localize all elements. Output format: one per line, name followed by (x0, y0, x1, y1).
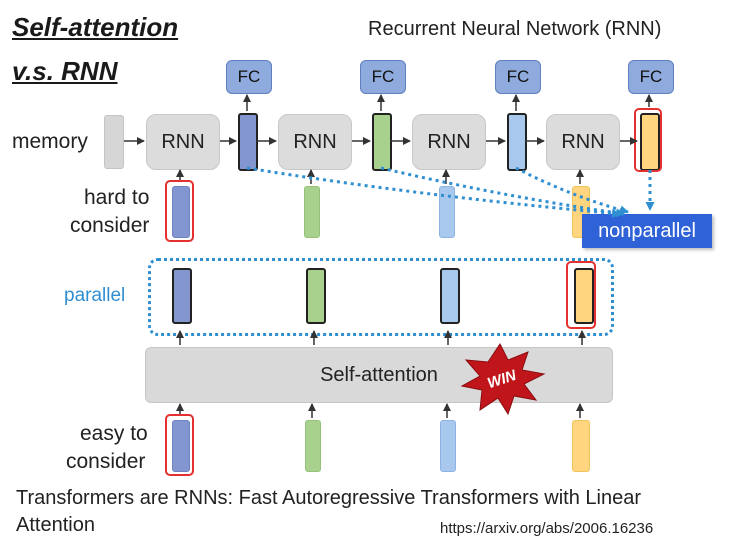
rnn-caption: Recurrent Neural Network (RNN) (368, 18, 662, 40)
fc-block-4: FC (628, 60, 674, 94)
win-badge: WIN (460, 343, 546, 416)
parallel-label: parallel (64, 285, 126, 306)
hidden-state-2 (372, 113, 392, 171)
sa-output-2 (306, 268, 326, 324)
self-attention-label: Self-attention (320, 363, 438, 386)
nonparallel-arrow-2 (380, 166, 625, 218)
rnn-block-2: RNN (278, 114, 352, 170)
highlight-sa-output-4 (566, 261, 596, 329)
sa-input-2 (305, 420, 321, 472)
rnn-input-1 (172, 186, 190, 238)
memory-cell (104, 115, 124, 169)
rnn-block-3: RNN (412, 114, 486, 170)
hidden-state-1 (238, 113, 258, 171)
rnn-input-2 (304, 186, 320, 238)
rnn-block-4: RNN (546, 114, 620, 170)
highlight-sa-input-1 (165, 414, 194, 476)
paper-url: https://arxiv.org/abs/2006.16236 (440, 520, 654, 537)
sa-output-3 (440, 268, 460, 324)
fc-block-2: FC (360, 60, 406, 94)
paper-title-line-1: Transformers are RNNs: Fast Autoregressi… (16, 487, 642, 509)
consider-label-bottom: consider (66, 450, 146, 473)
fc-block-1: FC (226, 60, 272, 94)
title-line-1: Self-attention (12, 12, 179, 42)
consider-label-top: consider (70, 214, 150, 237)
highlight-rnn-input-1 (165, 180, 194, 242)
sa-output-1 (172, 268, 192, 324)
sa-output-4 (574, 268, 594, 324)
memory-label: memory (12, 130, 88, 153)
title-line-2: v.s. RNN (12, 56, 118, 86)
nonparallel-label: nonparallel (582, 214, 712, 248)
sa-input-1 (172, 420, 190, 472)
hard-to-label: hard to (84, 186, 150, 209)
rnn-input-3 (439, 186, 455, 238)
paper-title-line-2: Attention (16, 514, 95, 536)
nonparallel-arrow-1 (246, 166, 621, 218)
fc-block-3: FC (495, 60, 541, 94)
easy-to-label: easy to (80, 422, 148, 445)
parallel-group (148, 258, 614, 336)
sa-input-4 (572, 420, 590, 472)
sa-input-3 (440, 420, 456, 472)
nonparallel-arrow-3 (515, 166, 629, 215)
